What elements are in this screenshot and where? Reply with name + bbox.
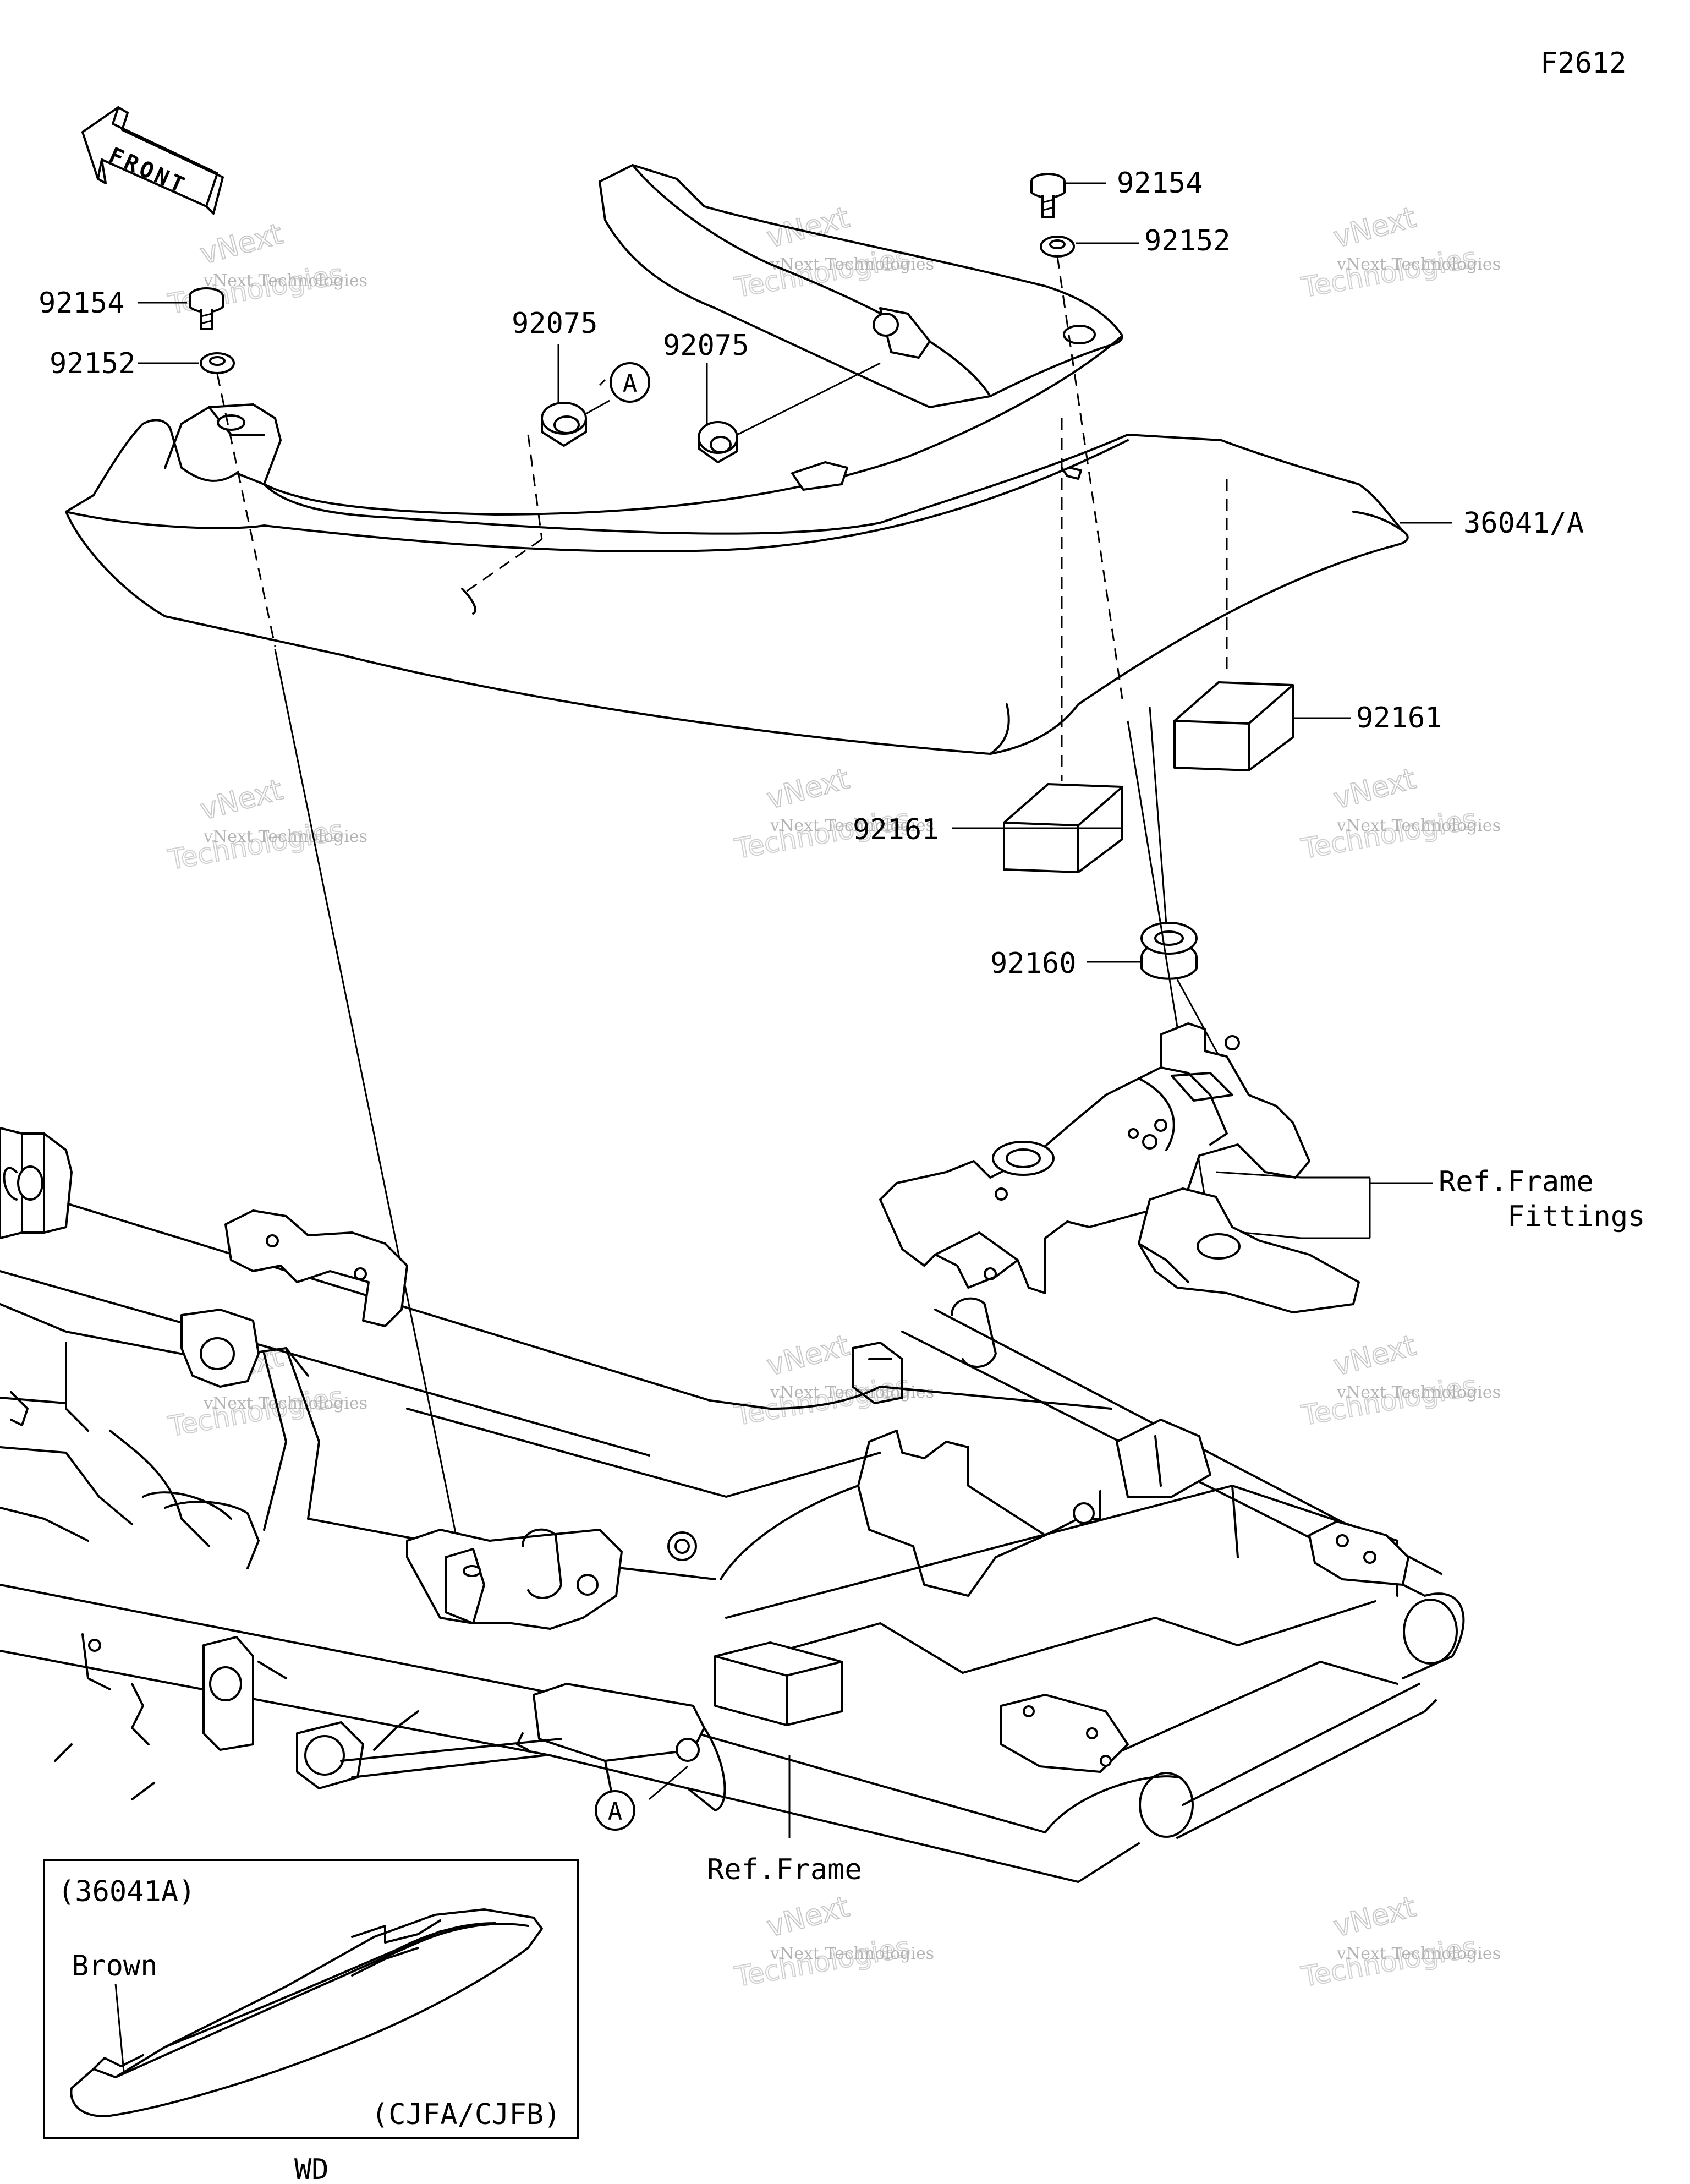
watermark-vnext: vNext <box>197 217 286 271</box>
pad-right-part <box>1173 681 1294 771</box>
watermark-text: vNext Technologies <box>770 1944 934 1963</box>
watermark-vnext: vNext <box>1330 762 1419 815</box>
callout-grommet-left: 92075 <box>512 307 598 340</box>
bolt-left-part <box>189 287 224 330</box>
front-arrow-icon: FRONT <box>81 106 224 215</box>
callout-cover: 36041/A <box>1463 507 1584 540</box>
grommet-right-part <box>698 421 738 463</box>
watermark-text: vNext Technologies <box>203 827 367 846</box>
bolt-right-part <box>1030 173 1066 218</box>
watermark-vnext: vNext <box>197 773 286 826</box>
callout-bolt-left: 92154 <box>39 287 125 320</box>
watermark-vnext: vNext <box>764 201 853 254</box>
watermark-vnext: vNext <box>764 1890 853 1944</box>
grommet-left-part <box>541 402 587 447</box>
callout-grommet-right: 92075 <box>663 329 749 362</box>
main-frame-part <box>0 1127 1465 1883</box>
footer-code: WD <box>294 2153 329 2184</box>
watermark-text: vNext Technologies <box>1336 816 1501 835</box>
svg-text:A: A <box>623 370 638 398</box>
callout-washer-left: 92152 <box>50 347 136 380</box>
diagram-code: F2612 <box>1540 47 1627 80</box>
leader-lines <box>138 182 1452 1838</box>
callout-washer-right: 92152 <box>1144 225 1231 258</box>
watermark-vnext: vNext <box>1330 1329 1419 1382</box>
watermark-vnext: vNext <box>764 1329 853 1382</box>
watermark-text: vNext Technologies <box>1336 1383 1501 1402</box>
variant-inset: (36041A) Brown (CJFA/CJFB) <box>43 1859 579 2139</box>
ref-marker-lower: A <box>595 1790 635 1831</box>
watermark-text: vNext Technologies <box>203 271 367 291</box>
inset-color-label: Brown <box>72 1950 158 1983</box>
watermark-vnext: vNext <box>1330 201 1419 254</box>
callout-bolt-right: 92154 <box>1117 167 1203 200</box>
washer-left-part <box>200 352 235 374</box>
frame-fittings-part <box>879 1022 1360 1313</box>
alignment-lines <box>216 256 1228 1552</box>
callout-pad-right: 92161 <box>1356 702 1442 735</box>
watermark-text: vNext Technologies <box>770 255 934 274</box>
inset-models: (CJFA/CJFB) <box>371 2098 561 2131</box>
ref-marker-upper: A <box>610 362 650 403</box>
watermark-text: vNext Technologies <box>203 1394 367 1413</box>
callout-fittings-line1: Ref.Frame <box>1439 1165 1594 1198</box>
watermark-text: vNext Technologies <box>1336 1944 1501 1963</box>
washer-right-part <box>1040 236 1075 258</box>
seat-cover-part <box>65 164 1409 755</box>
watermark-vnext: vNext <box>764 762 853 815</box>
callout-pad-left: 92161 <box>853 813 939 846</box>
inset-part-number: (36041A) <box>58 1875 195 1908</box>
svg-text:A: A <box>608 1798 623 1826</box>
callout-damper: 92160 <box>990 947 1077 980</box>
watermark-text: vNext Technologies <box>1336 255 1501 274</box>
watermark-text: vNext Technologies <box>770 816 934 835</box>
callout-frame: Ref.Frame <box>707 1853 862 1886</box>
callout-fittings-line2: Fittings <box>1507 1200 1645 1233</box>
damper-part <box>1140 922 1198 980</box>
watermark-vnext: vNext <box>1330 1890 1419 1944</box>
